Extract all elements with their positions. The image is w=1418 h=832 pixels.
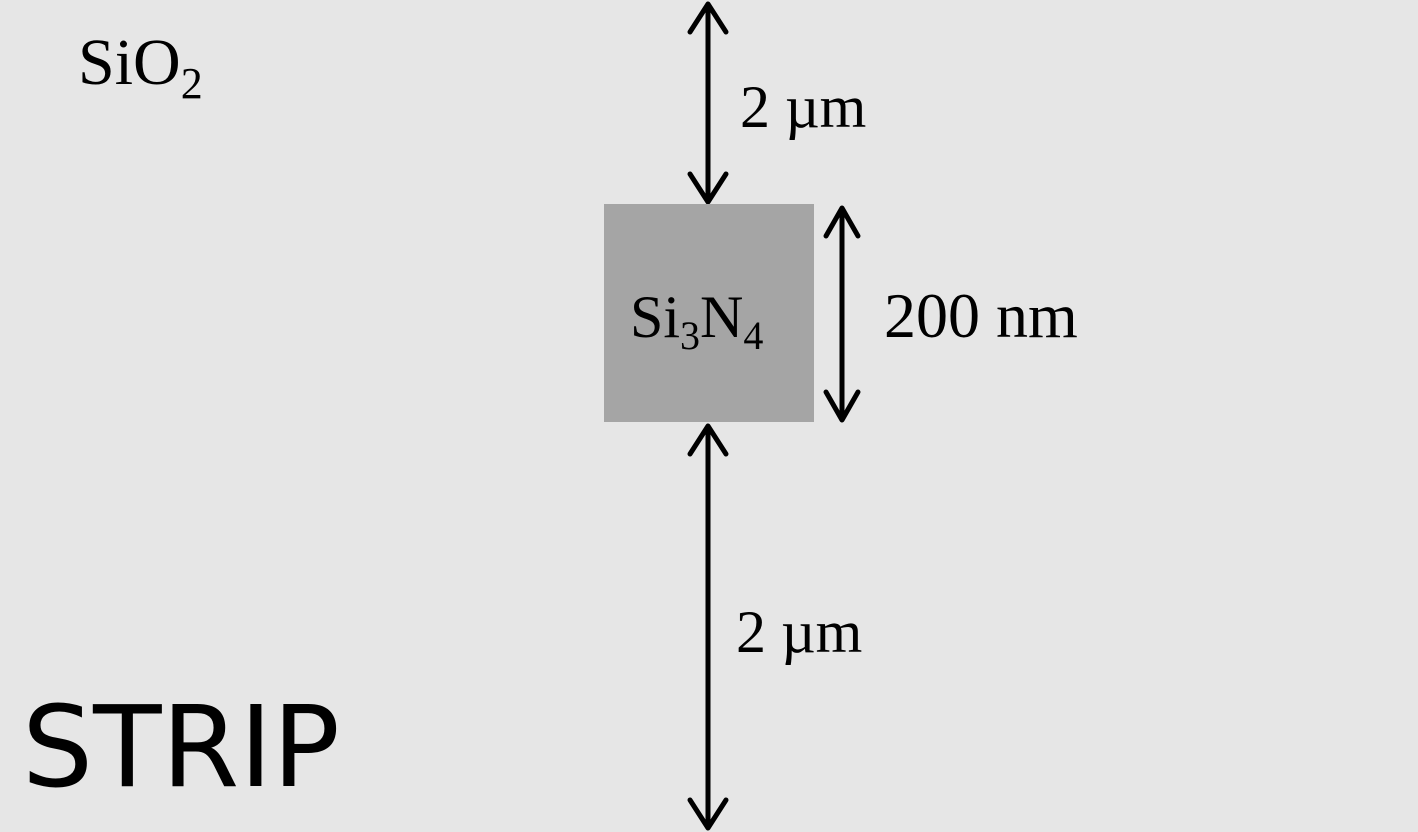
- top-gap-arrow: [687, 1, 729, 205]
- bottom-gap-label: 2 µm: [736, 599, 862, 665]
- core-label-si: Si: [630, 284, 680, 350]
- cladding-label: SiO2: [78, 26, 203, 108]
- core-height-arrow: [823, 205, 861, 423]
- strip-title: STRIP: [22, 683, 340, 813]
- bottom-gap-arrow: [687, 423, 729, 831]
- core-height-label: 200 nm: [884, 280, 1078, 351]
- core-label: Si3N4: [630, 284, 763, 358]
- core-rect: [604, 204, 814, 422]
- top-gap-label: 2 µm: [740, 74, 866, 140]
- core-label-subscript-4: 4: [743, 313, 763, 358]
- cladding-label-subscript: 2: [181, 59, 203, 108]
- cladding-label-base: SiO: [78, 26, 181, 99]
- core-label-n: N: [700, 284, 743, 350]
- core-label-subscript-3: 3: [680, 313, 700, 358]
